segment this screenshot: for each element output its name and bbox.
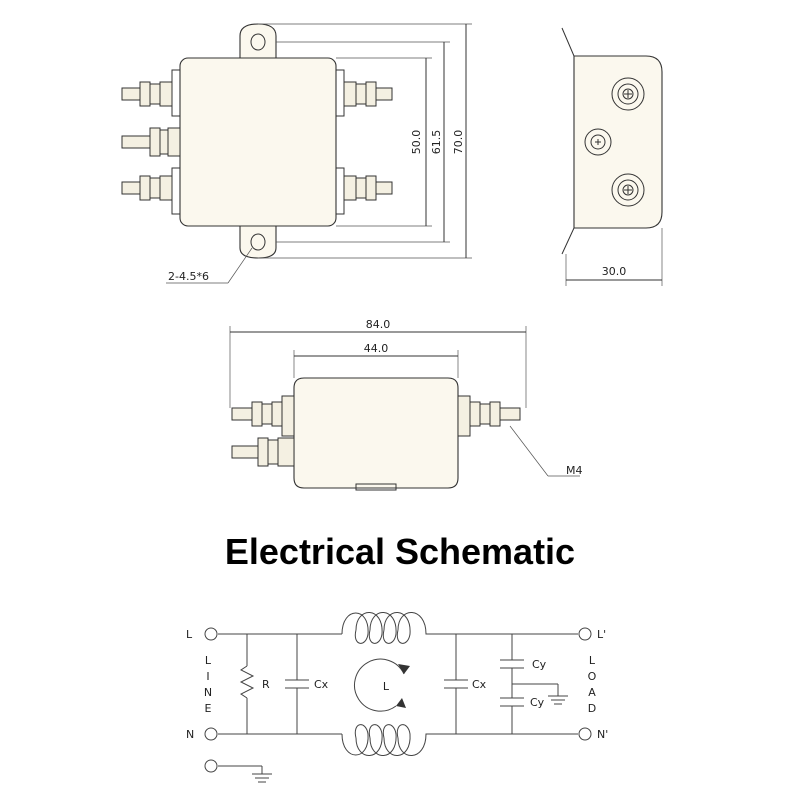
mounting-ear-top bbox=[239, 23, 277, 59]
hole-callout: 2-4.5*6 bbox=[168, 270, 209, 283]
side-bracket bbox=[561, 27, 575, 255]
top-view: 84.0 44.0 M4 bbox=[229, 318, 583, 491]
dim-overall-84: 84.0 bbox=[366, 318, 391, 331]
svg-text:D: D bbox=[588, 702, 596, 715]
svg-text:N: N bbox=[204, 686, 212, 699]
mounting-hole-bottom bbox=[250, 233, 266, 251]
label-cy-1: Cy bbox=[532, 658, 547, 671]
svg-text:E: E bbox=[205, 702, 212, 715]
svg-text:O: O bbox=[588, 670, 597, 683]
label-R: R bbox=[262, 678, 270, 691]
section-title: Electrical Schematic bbox=[225, 531, 575, 572]
svg-text:L: L bbox=[589, 654, 596, 667]
dim-height-70: 70.0 bbox=[452, 130, 465, 155]
side-view: 30.0 bbox=[561, 27, 663, 286]
common-mode-choke bbox=[334, 612, 434, 756]
flux-arrow-icon bbox=[354, 658, 405, 712]
label-cy-2: Cy bbox=[530, 696, 545, 709]
top-terminal-left-upper bbox=[231, 401, 283, 427]
side-terminal-top bbox=[611, 77, 645, 111]
terminal-left-top bbox=[121, 81, 173, 107]
label-inductor-L: L bbox=[383, 680, 390, 693]
dim-depth-30: 30.0 bbox=[602, 265, 627, 278]
load-side-label: L O A D bbox=[588, 654, 597, 715]
side-terminal-bottom bbox=[611, 173, 645, 207]
capacitor-cx-1 bbox=[285, 634, 309, 734]
terminal-ground-in bbox=[204, 759, 218, 773]
label-N-prime: N' bbox=[597, 728, 608, 741]
mounting-hole-top bbox=[250, 33, 266, 51]
label-cx-1: Cx bbox=[314, 678, 329, 691]
thread-callout: M4 bbox=[566, 464, 583, 477]
svg-text:L: L bbox=[205, 654, 212, 667]
resistor-R bbox=[239, 634, 255, 734]
terminal-flange-br bbox=[335, 167, 345, 215]
line-side-label: L I N E bbox=[204, 654, 212, 715]
terminal-L-prime bbox=[578, 627, 592, 641]
terminal-flange-bl bbox=[171, 167, 181, 215]
filter-body-top bbox=[293, 377, 459, 489]
terminal-L bbox=[204, 627, 218, 641]
top-terminal-left-lower bbox=[231, 437, 295, 467]
filter-body-front bbox=[179, 57, 337, 227]
terminal-left-middle bbox=[121, 127, 181, 157]
capacitor-cx-2 bbox=[444, 634, 468, 734]
side-terminal-ground bbox=[584, 128, 612, 156]
label-L-prime: L' bbox=[597, 628, 606, 641]
terminal-N-prime bbox=[578, 727, 592, 741]
dim-height-61-5: 61.5 bbox=[430, 130, 443, 155]
dim-body-44: 44.0 bbox=[364, 342, 389, 355]
front-view: 50.0 61.5 70.0 2-4.5*6 bbox=[121, 23, 472, 284]
dim-height-50: 50.0 bbox=[410, 130, 423, 155]
filter-body-side bbox=[573, 55, 663, 229]
label-L: L bbox=[186, 628, 193, 641]
top-flange-left bbox=[281, 395, 295, 437]
svg-text:A: A bbox=[588, 686, 596, 699]
label-cx-2: Cx bbox=[472, 678, 487, 691]
mounting-ear-bottom bbox=[239, 225, 277, 259]
schematic: L N L' N' L I N E L O A D R bbox=[186, 612, 608, 783]
label-N: N bbox=[186, 728, 194, 741]
terminal-left-bottom bbox=[121, 175, 173, 201]
terminal-N bbox=[204, 727, 218, 741]
terminal-right-bottom bbox=[343, 175, 393, 201]
top-flange-right bbox=[457, 395, 471, 437]
svg-text:I: I bbox=[206, 670, 209, 683]
top-terminal-right bbox=[469, 401, 521, 427]
terminal-flange-tl bbox=[171, 69, 181, 117]
capacitor-cy-pair bbox=[500, 634, 568, 734]
terminal-flange-tr bbox=[335, 69, 345, 117]
terminal-right-top bbox=[343, 81, 393, 107]
front-dimensions: 50.0 61.5 70.0 bbox=[258, 23, 472, 259]
